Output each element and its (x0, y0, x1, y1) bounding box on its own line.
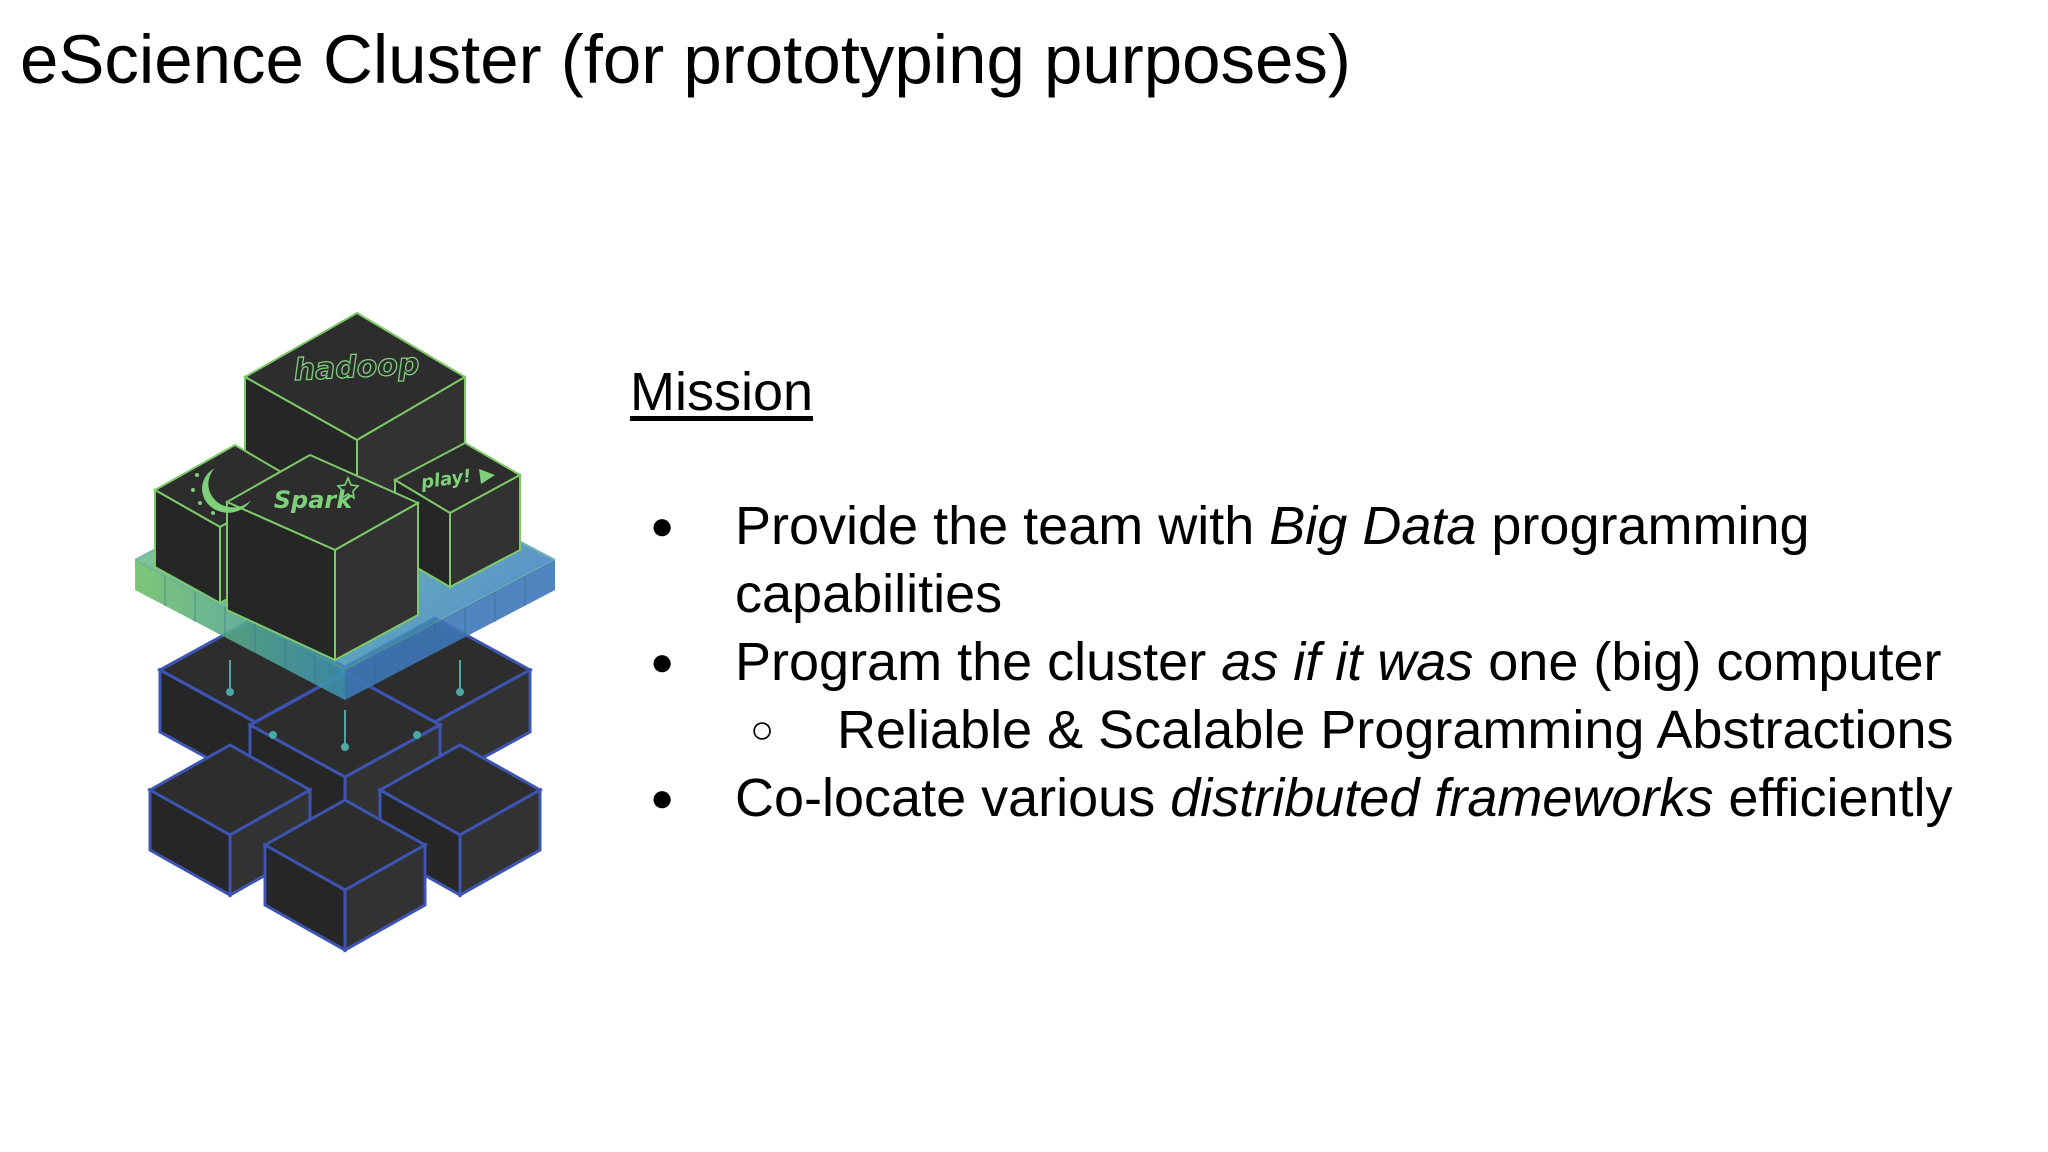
bullet-item: Provide the team with Big Data programmi… (650, 492, 2040, 628)
bullet-text: Provide the team with (735, 496, 1270, 556)
spark-cube (224, 453, 421, 662)
slide-title: eScience Cluster (for prototyping purpos… (20, 21, 1351, 98)
bullet-emphasis-text: distributed frameworks (1170, 768, 1714, 828)
bullet-text: programming (1476, 496, 1810, 556)
bullet-emphasis-text: as if it was (1221, 632, 1474, 692)
bullet-text: Program the cluster (735, 632, 1222, 692)
bullet-item: Program the cluster as if it was one (bi… (650, 628, 2040, 696)
mission-bullet-list: Provide the team with Big Data programmi… (650, 492, 2040, 832)
bullet-item: Co-locate various distributed frameworks… (650, 764, 2040, 832)
bullet-emphasis-text: Big Data (1269, 496, 1477, 556)
mission-heading: Mission (630, 362, 814, 422)
bullet-text: Co-locate various (735, 768, 1171, 828)
spark-star-icon (336, 475, 360, 500)
sub-bullet-item: Reliable & Scalable Programming Abstract… (650, 696, 2040, 764)
connector-lines (226, 660, 464, 751)
framework-logos: hadoop Spark play! (191, 346, 495, 515)
cluster-cube (261, 798, 429, 953)
bullet-text: one (big) computer (1473, 632, 1942, 692)
framework-cubes (152, 311, 523, 662)
cluster-illustration: hadoop Spark play! (135, 311, 555, 953)
spark-logo: Spark (274, 486, 354, 514)
crescent-moon-icon (191, 468, 251, 515)
play-triangle-icon (479, 469, 495, 484)
bullet-text: Reliable & Scalable Programming Abstract… (837, 700, 1954, 760)
bullet-continuation-text: capabilities (735, 564, 1003, 624)
bullet-text: efficiently (1713, 768, 1953, 828)
hadoop-logo: hadoop (293, 347, 420, 389)
